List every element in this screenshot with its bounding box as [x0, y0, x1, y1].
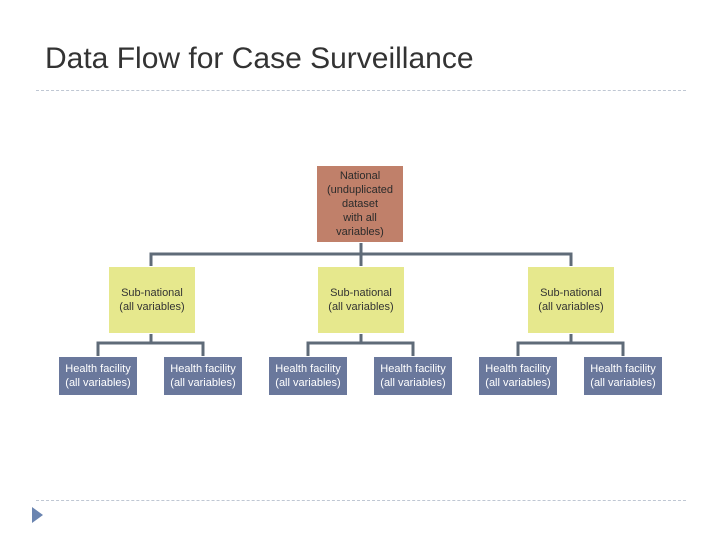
facility-node-5: Health facility (all variables): [478, 356, 558, 396]
facility-node-2: Health facility (all variables): [163, 356, 243, 396]
top-divider: [36, 90, 686, 91]
facility-node-1: Health facility (all variables): [58, 356, 138, 396]
national-node: National (unduplicated dataset with all …: [316, 165, 404, 243]
subnational-node-3: Sub-national (all variables): [527, 266, 615, 334]
facility-node-3: Health facility (all variables): [268, 356, 348, 396]
subnational-node-1: Sub-national (all variables): [108, 266, 196, 334]
facility-node-6: Health facility (all variables): [583, 356, 663, 396]
subnational-node-2: Sub-national (all variables): [317, 266, 405, 334]
bottom-divider: [36, 500, 686, 501]
bullet-arrow-icon: [32, 507, 43, 523]
facility-node-4: Health facility (all variables): [373, 356, 453, 396]
slide-title: Data Flow for Case Surveillance: [45, 42, 474, 75]
